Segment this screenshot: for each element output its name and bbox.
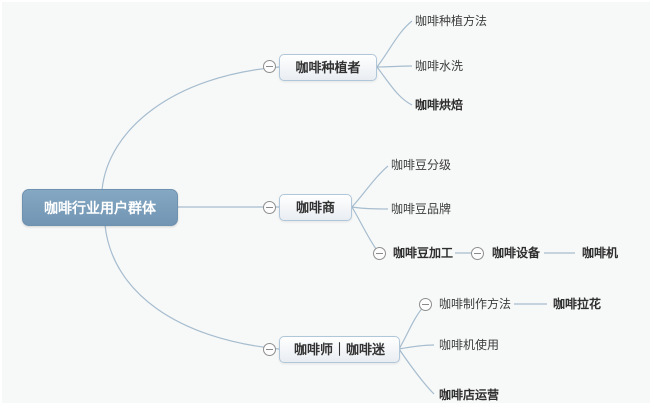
mindmap-canvas: 咖啡行业用户群体 咖啡种植者 咖啡商 咖啡师｜咖啡迷 咖啡种植方法 咖啡水洗 咖… (2, 2, 650, 403)
collapse-toggle[interactable] (263, 60, 276, 73)
leaf-node[interactable]: 咖啡制作方法 (439, 297, 512, 311)
leaf-node[interactable]: 咖啡设备 (492, 246, 541, 260)
leaf-node[interactable]: 咖啡拉花 (553, 297, 602, 311)
branch-node-barista-fans[interactable]: 咖啡师｜咖啡迷 (279, 336, 400, 363)
leaf-node[interactable]: 咖啡豆品牌 (391, 202, 452, 216)
minus-icon (422, 304, 429, 305)
leaf-node[interactable]: 咖啡机使用 (439, 338, 500, 352)
leaf-node[interactable]: 咖啡烘焙 (415, 98, 464, 112)
leaf-node[interactable]: 咖啡种植方法 (415, 14, 488, 28)
leaf-node[interactable]: 咖啡豆分级 (391, 158, 452, 172)
branch-node-coffee-growers[interactable]: 咖啡种植者 (279, 54, 377, 81)
collapse-toggle[interactable] (263, 343, 276, 356)
collapse-toggle[interactable] (471, 247, 484, 260)
minus-icon (266, 66, 273, 67)
branch-node-coffee-merchants[interactable]: 咖啡商 (279, 194, 352, 221)
leaf-node[interactable]: 咖啡水洗 (415, 59, 464, 73)
leaf-node[interactable]: 咖啡店运营 (439, 388, 500, 402)
minus-icon (474, 253, 481, 254)
collapse-toggle[interactable] (263, 201, 276, 214)
root-node[interactable]: 咖啡行业用户群体 (22, 189, 178, 226)
collapse-toggle[interactable] (419, 298, 432, 311)
minus-icon (266, 207, 273, 208)
minus-icon (376, 253, 383, 254)
leaf-node[interactable]: 咖啡机 (582, 246, 619, 260)
minus-icon (266, 349, 273, 350)
collapse-toggle[interactable] (373, 247, 386, 260)
leaf-node[interactable]: 咖啡豆加工 (393, 246, 454, 260)
